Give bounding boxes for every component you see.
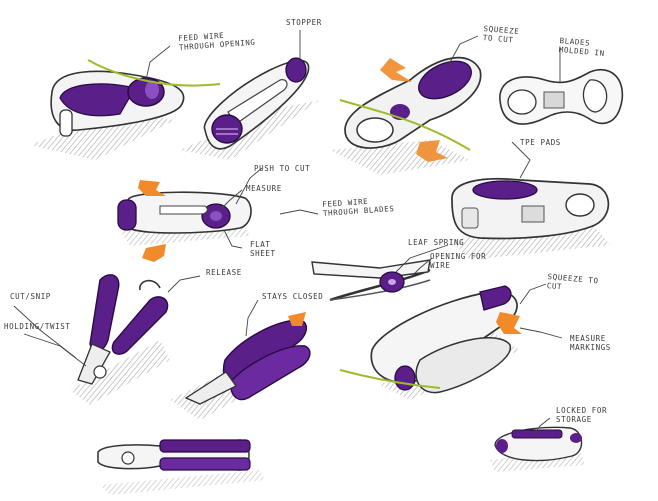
note-holding-twist: Holding/twist xyxy=(4,322,71,331)
sketch-large-cutter-measure xyxy=(339,285,522,400)
note-stays-closed: Stays closed xyxy=(262,292,324,301)
sketch-pliers-bottom xyxy=(97,439,265,495)
note-leaf-spring: Leaf spring xyxy=(408,238,465,247)
note-locked-for-storage: Locked forstorage xyxy=(556,406,608,424)
sketch-bar-cutter-measure xyxy=(117,180,252,262)
sketch-pliers-open xyxy=(70,274,170,405)
note-blades-molded-in: Bladesmolded in xyxy=(558,36,606,58)
sketch-ring-cutter-squeeze xyxy=(330,56,482,175)
sketch-slim-cutter-stopper xyxy=(180,57,320,160)
leader-lines xyxy=(13,30,563,435)
note-measure-markings: Measuremarkings xyxy=(570,334,611,352)
note-tpe-pads: TPE pads xyxy=(520,138,561,147)
note-measure: Measure xyxy=(246,184,282,193)
sketch-locked-cutter-small xyxy=(490,426,585,472)
note-opening-for-wire: Opening forwire xyxy=(430,252,487,270)
sketch-loop-cutter-blades xyxy=(499,68,624,125)
sketch-ring-cutter-tpe xyxy=(450,177,610,260)
sketch-clip-cutter-open xyxy=(30,59,221,160)
note-stopper: Stopper xyxy=(286,18,322,27)
sketch-leaf-spring-cutter xyxy=(311,259,431,302)
sketch-pliers-closed xyxy=(170,312,311,420)
note-release: Release xyxy=(206,268,242,277)
note-flat-sheet: Flatsheet xyxy=(250,240,276,258)
note-cut-snip: Cut/snip xyxy=(10,292,51,301)
note-push-to-cut: Push to cut xyxy=(254,164,311,173)
note-squeeze-to-cut-top: Squeezeto cut xyxy=(482,24,520,45)
